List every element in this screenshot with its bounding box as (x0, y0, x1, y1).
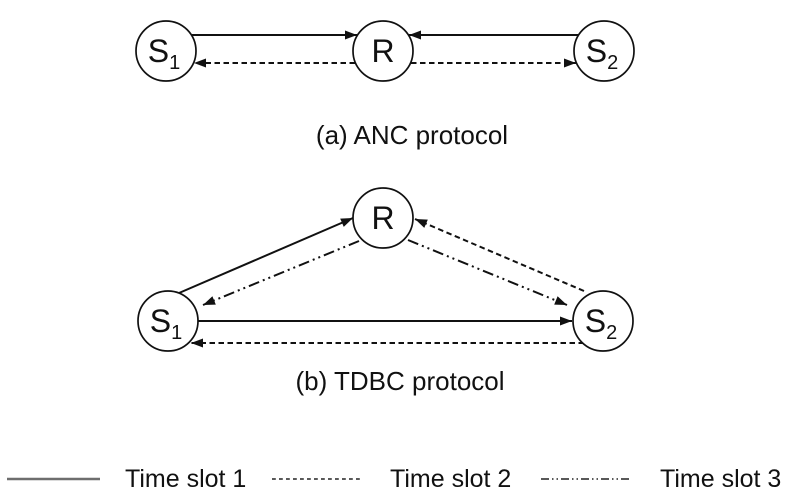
node-s2-sub-a: 2 (607, 52, 618, 74)
legend-label-slot2: Time slot 2 (390, 465, 511, 493)
node-r-circle-a (352, 20, 414, 82)
legend-label-slot1: Time slot 1 (125, 465, 246, 493)
node-s2-label-b: S2 (585, 303, 617, 344)
figure-a-anc: S1 R S2 (a) ANC protocol (135, 20, 635, 150)
node-s1-sub-a: 1 (169, 52, 180, 74)
arrow-b-r-to-s1-slot3 (202, 240, 360, 306)
figure-b-tdbc: R S1 S2 (b) TDBC protocol (137, 187, 634, 396)
arrow-b-r-to-s2-slot3 (407, 239, 568, 306)
figure-a-caption: (a) ANC protocol (316, 120, 508, 150)
node-r-label-b: R (371, 200, 394, 236)
node-s2-circle-b (572, 290, 634, 352)
node-s1-main-a: S (148, 33, 169, 69)
node-s1-circle-a (135, 20, 197, 82)
node-s1-main-b: S (150, 303, 171, 339)
node-s2-sub-b: 2 (606, 322, 617, 344)
node-r-circle-b (352, 187, 414, 249)
node-s1-label-b: S1 (150, 303, 182, 344)
arrow-b-s2-to-r-slot2 (414, 218, 585, 292)
node-s1-label-a: S1 (148, 33, 180, 74)
arrow-b-s1-to-r-slot1 (178, 217, 354, 294)
node-s2-circle-a (573, 20, 635, 82)
node-r-label-a: R (371, 33, 394, 69)
node-s2-main-a: S (586, 33, 607, 69)
node-s1-sub-b: 1 (171, 322, 182, 344)
node-s1-circle-b (137, 290, 199, 352)
node-s2-main-b: S (585, 303, 606, 339)
node-s2-label-a: S2 (586, 33, 618, 74)
legend-label-slot3: Time slot 3 (660, 465, 781, 493)
legend: Time slot 1 Time slot 2 Time slot 3 (7, 465, 781, 493)
figure-b-caption: (b) TDBC protocol (295, 366, 504, 396)
